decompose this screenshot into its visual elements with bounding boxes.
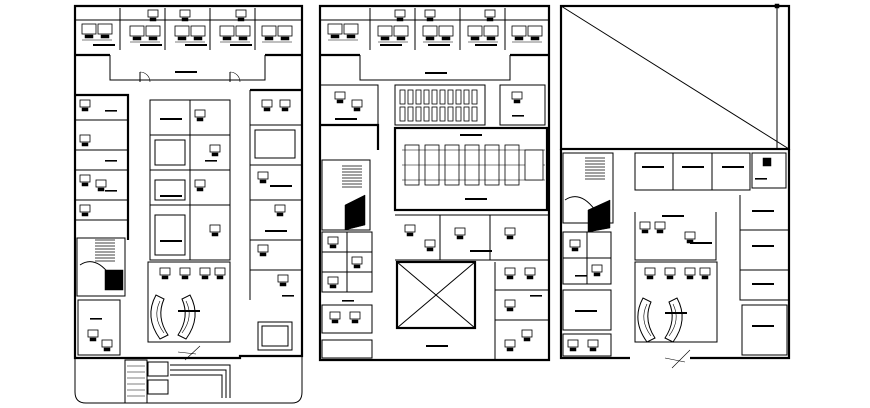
plan-second (559, 3, 791, 369)
conference-tables (402, 144, 545, 186)
classroom-seat-grid (399, 89, 478, 122)
plan-first (318, 4, 551, 362)
plan-ground (73, 4, 304, 404)
